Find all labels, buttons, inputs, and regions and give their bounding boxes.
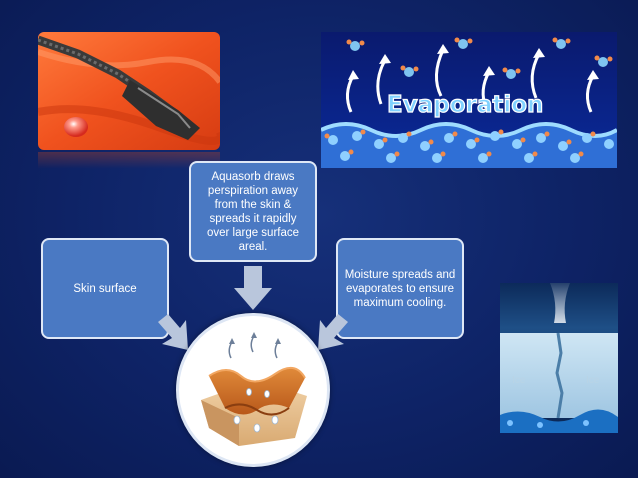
- moisture-evaporation-text: Moisture spreads and evaporates to ensur…: [344, 268, 456, 309]
- ice-label-right: Ice: [586, 375, 600, 386]
- skin-surface-box: Skin surface: [41, 238, 169, 339]
- aquasorb-description-box: Aquasorb draws perspiration away from th…: [189, 161, 317, 262]
- zipper-fabric-image: [38, 32, 220, 150]
- evaporation-image: Evaporation: [321, 32, 617, 168]
- right-diagonal-arrow: [158, 314, 188, 350]
- down-arrow: [234, 266, 272, 310]
- fabric-layers-illustration: [176, 313, 330, 467]
- skin-surface-text: Skin surface: [73, 282, 137, 295]
- left-diagonal-arrow: [318, 314, 348, 350]
- moisture-evaporation-box: Moisture spreads and evaporates to ensur…: [336, 238, 464, 339]
- ice-image: Ice Ice: [500, 283, 618, 433]
- ice-label-left: Ice: [512, 375, 526, 386]
- evaporation-label: Evaporation: [387, 92, 543, 118]
- aquasorb-description-text: Aquasorb draws perspiration away from th…: [206, 170, 300, 253]
